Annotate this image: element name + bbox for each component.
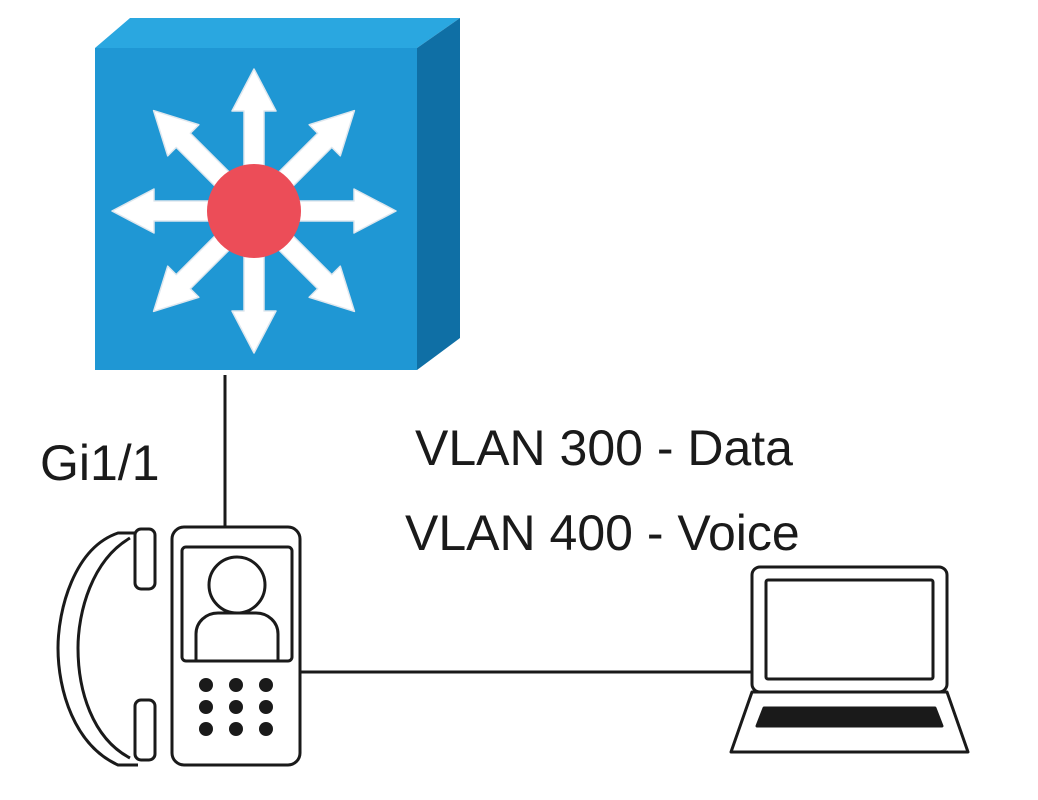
switch-top-face — [95, 18, 460, 48]
layer3-switch-icon — [95, 18, 460, 370]
switch-center-dot — [207, 164, 301, 258]
phone-keypad-dot-7 — [199, 722, 213, 736]
laptop-icon — [729, 565, 970, 754]
phone-keypad-dot-1 — [199, 678, 213, 692]
phone-handset-earpiece — [133, 527, 157, 591]
phone-screen — [180, 545, 294, 663]
phone-keypad-dot-8 — [229, 722, 243, 736]
phone-keypad-dot-5 — [229, 700, 243, 714]
phone-screen-person-head — [207, 555, 267, 615]
phone-keypad-dot-3 — [259, 678, 273, 692]
vlan-data-label: VLAN 300 - Data — [415, 420, 793, 476]
phone-keypad-dot-4 — [199, 700, 213, 714]
laptop-screen — [764, 578, 935, 681]
phone-handset-inner — [76, 536, 131, 760]
switch-arrows — [111, 68, 397, 354]
laptop-keyboard — [755, 706, 944, 728]
vlan-voice-label: VLAN 400 - Voice — [405, 505, 800, 561]
phone-keypad-dot-6 — [259, 700, 273, 714]
phone-keypad-dot-2 — [229, 678, 243, 692]
phone-keypad-dot-9 — [259, 722, 273, 736]
port-label: Gi1/1 — [40, 435, 160, 491]
phone-keypad — [199, 678, 273, 736]
phone-screen-person-body — [194, 611, 280, 661]
phone-handset-mouthpiece — [133, 698, 157, 762]
phone-handset — [56, 531, 138, 767]
switch-side-face — [417, 18, 460, 370]
